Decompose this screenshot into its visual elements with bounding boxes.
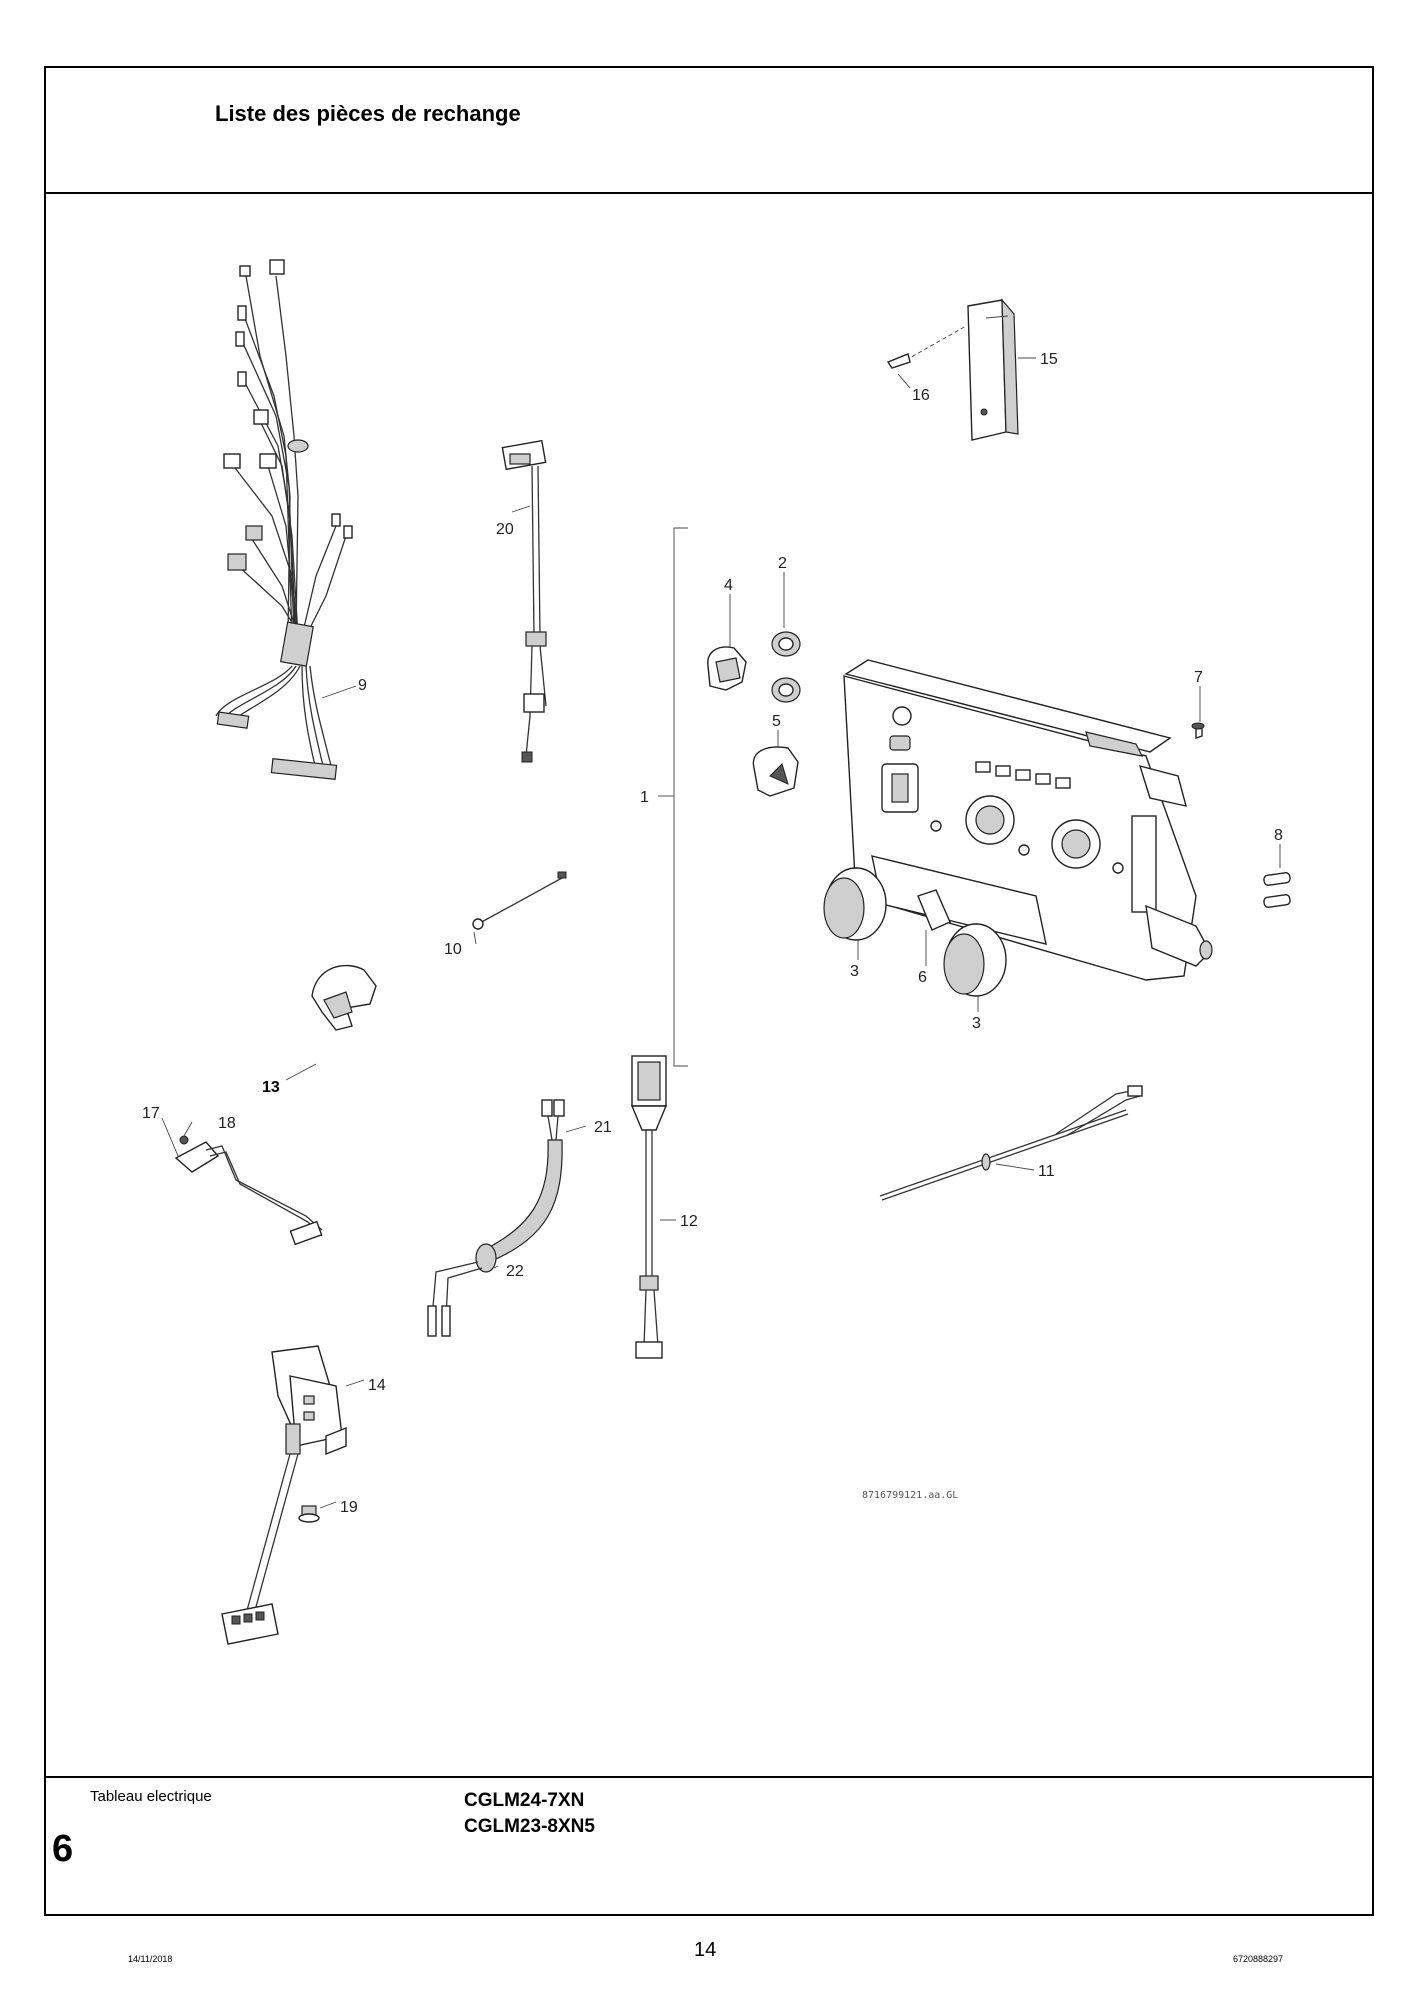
callout-9: 9 — [358, 677, 367, 694]
callout-6: 6 — [918, 969, 927, 986]
diagram-reference: 8716799121.aa.GL — [862, 1490, 958, 1501]
callout-21: 21 — [594, 1119, 612, 1136]
callout-18: 18 — [218, 1115, 236, 1132]
part-10-wire — [472, 871, 567, 945]
callout-17: 17 — [142, 1105, 160, 1122]
part-20-cable — [501, 439, 547, 763]
callout-5: 5 — [772, 713, 781, 730]
callout-2: 2 — [778, 555, 787, 572]
part-1-control-panel — [658, 527, 1213, 1067]
footer-divider — [44, 1776, 1374, 1778]
callout-3b: 3 — [972, 1015, 981, 1032]
part-9-wiring-harness — [215, 259, 357, 780]
parts-small-components — [707, 572, 1291, 1012]
section-number: 6 — [52, 1828, 74, 1870]
part-12-cable — [630, 1055, 676, 1359]
section-label: Tableau electrique — [90, 1788, 212, 1805]
callout-20: 20 — [496, 521, 514, 538]
page-date: 14/11/2018 — [128, 1954, 173, 1964]
part-11-probe — [879, 1085, 1143, 1201]
part-14-bracket — [221, 1345, 365, 1645]
callout-14: 14 — [368, 1377, 386, 1394]
part-21-cable — [427, 1099, 587, 1337]
callout-15: 15 — [1040, 351, 1058, 368]
callout-11: 11 — [1038, 1163, 1055, 1180]
callout-16: 16 — [912, 387, 930, 404]
callout-1: 1 — [640, 789, 649, 806]
callout-8: 8 — [1274, 827, 1283, 844]
page-frame — [44, 66, 1374, 1916]
part-19-plug — [298, 1501, 337, 1523]
callout-3a: 3 — [850, 963, 859, 980]
callout-12: 12 — [680, 1213, 698, 1230]
callout-13: 13 — [262, 1079, 280, 1096]
callout-19: 19 — [340, 1499, 358, 1516]
model-name-2: CGLM23-8XN5 — [464, 1816, 595, 1837]
header-divider — [44, 192, 1374, 194]
callout-7: 7 — [1194, 669, 1203, 686]
page-title: Liste des pièces de rechange — [215, 101, 521, 126]
model-name-1: CGLM24-7XN — [464, 1790, 585, 1811]
callout-10: 10 — [444, 941, 462, 958]
part-13-clip — [285, 964, 377, 1081]
page-number: 14 — [694, 1939, 717, 1961]
callout-labels: 9 20 10 13 17 18 21 22 12 14 19 15 16 1 … — [142, 351, 1283, 1516]
part-17-sensor — [161, 1117, 323, 1246]
exploded-parts-diagram: 9 20 10 13 17 18 21 22 12 14 19 15 16 1 … — [142, 259, 1291, 1645]
callout-22: 22 — [506, 1263, 524, 1280]
document-number: 6720888297 — [1233, 1954, 1284, 1964]
part-15-bracket — [886, 298, 1036, 441]
callout-4: 4 — [724, 577, 733, 594]
